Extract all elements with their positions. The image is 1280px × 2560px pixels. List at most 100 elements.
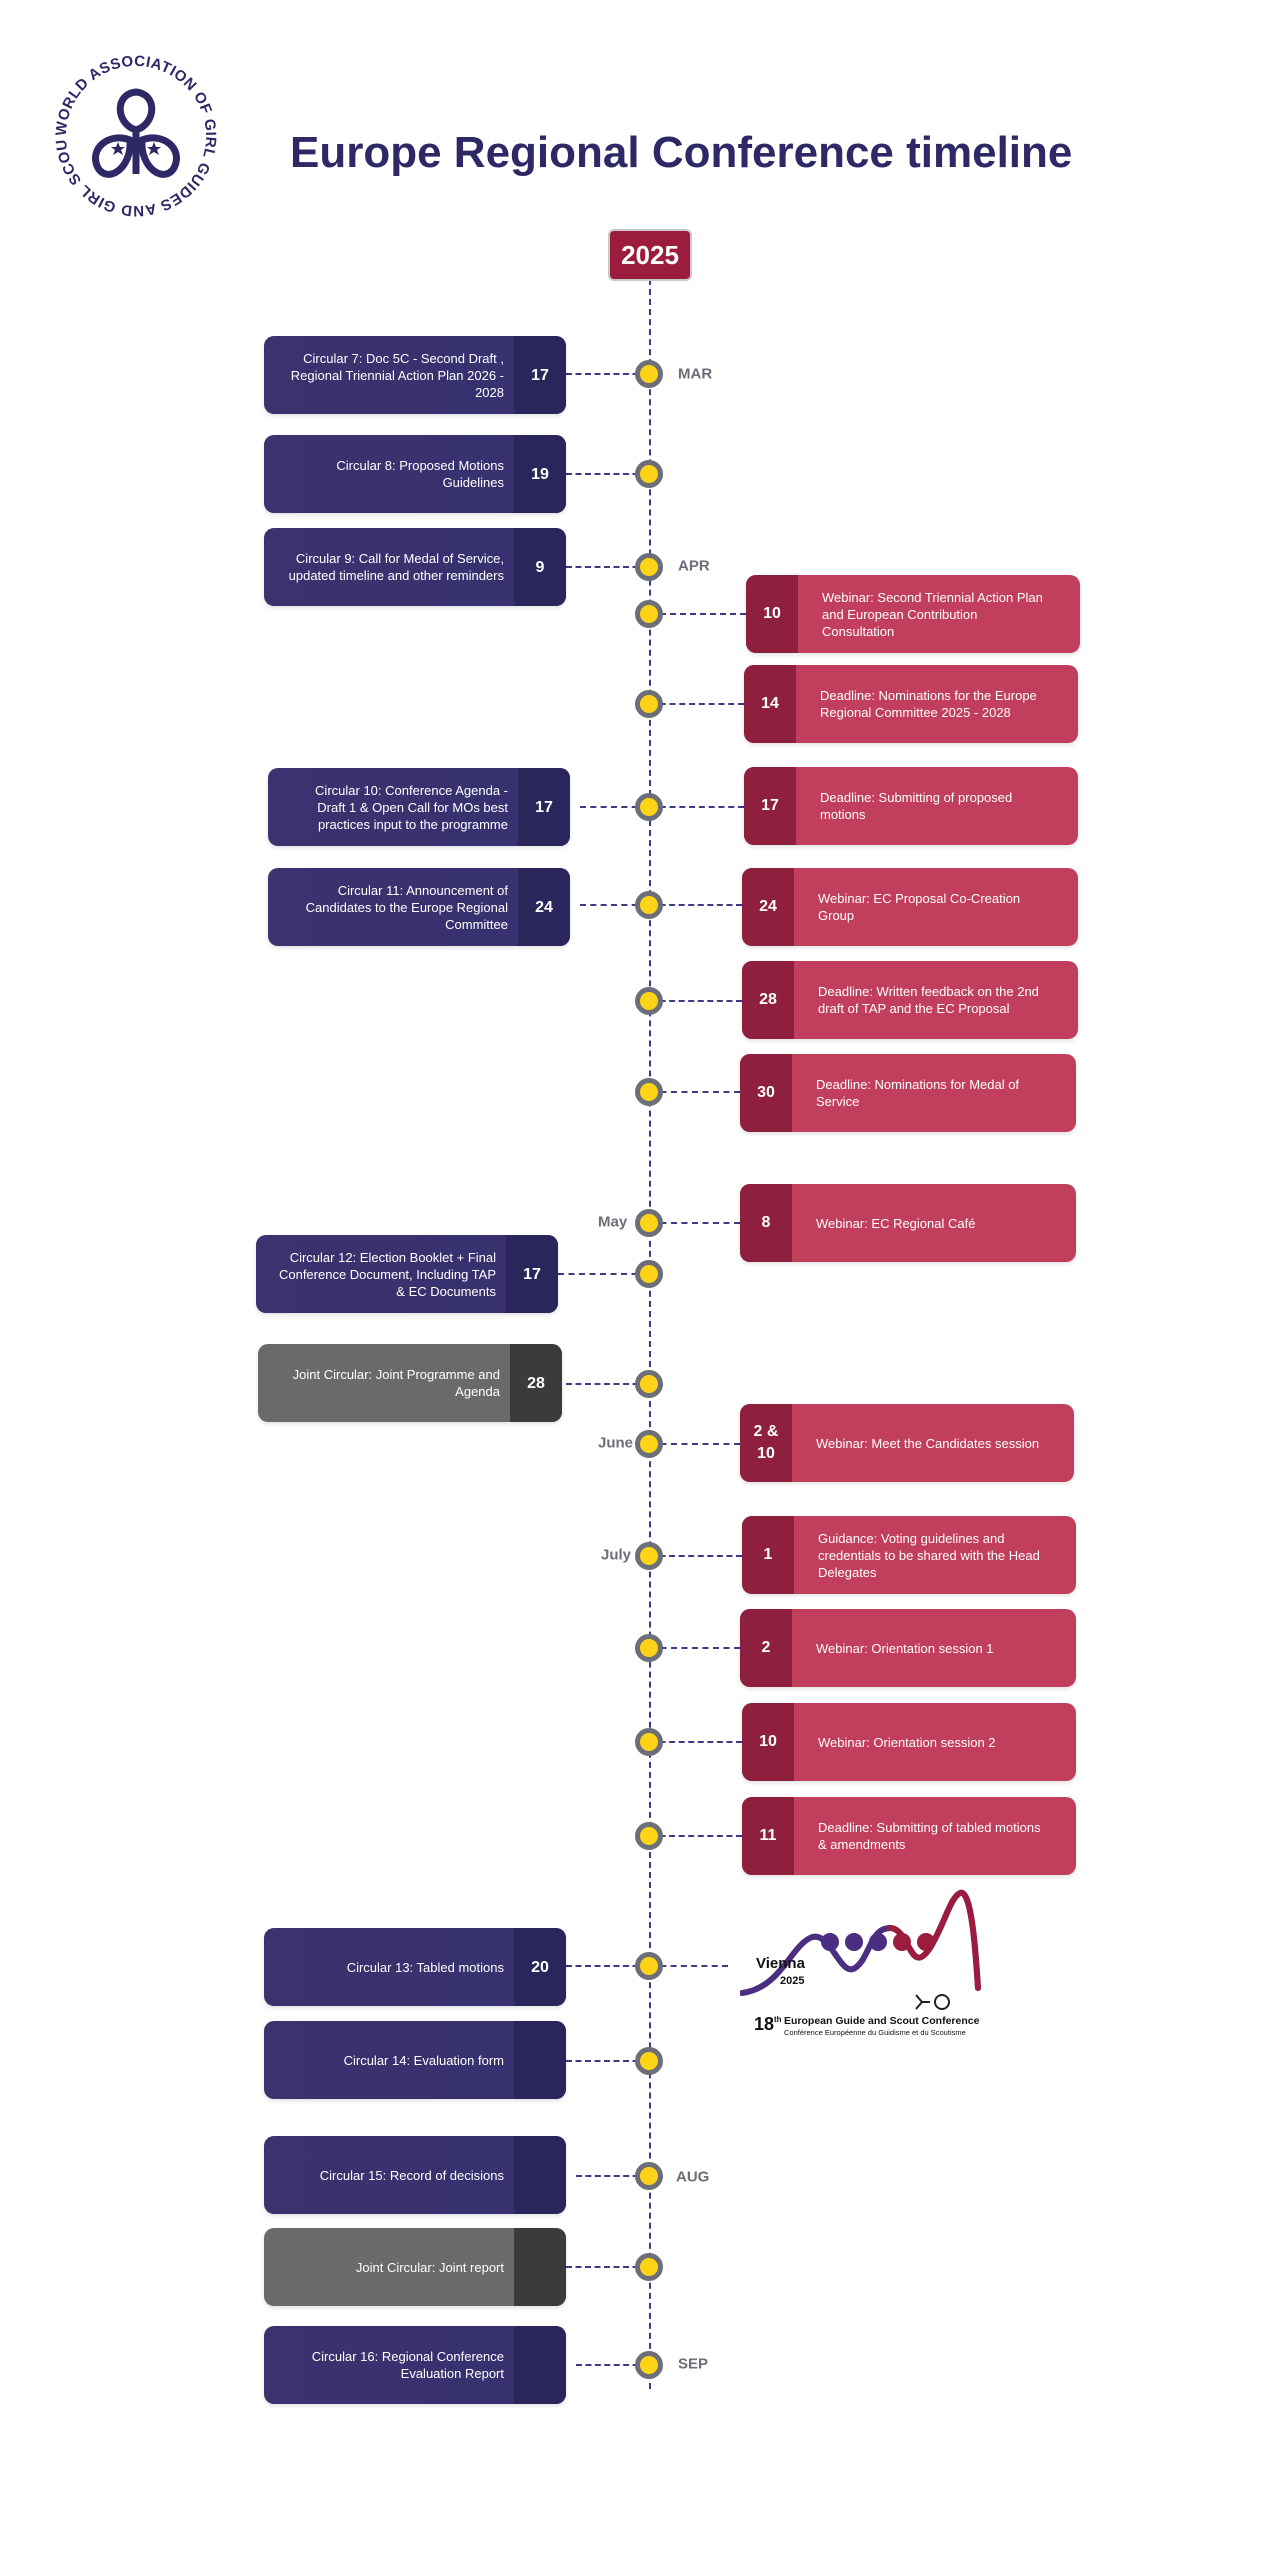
event-text: Joint Circular: Joint report <box>356 2259 504 2276</box>
event-text: Circular 14: Evaluation form <box>344 2052 504 2069</box>
right-event-card: 2 & 10 Webinar: Meet the Candidates sess… <box>740 1404 1074 1482</box>
right-event-card: 24 Webinar: EC Proposal Co-Creation Grou… <box>742 868 1078 946</box>
event-day: 19 <box>514 435 566 513</box>
left-event-card: Circular 10: Conference Agenda - Draft 1… <box>268 768 570 846</box>
year-badge: 2025 <box>610 231 690 279</box>
event-day <box>514 2136 566 2214</box>
timeline-dot <box>635 2162 663 2190</box>
event-day: 17 <box>514 336 566 414</box>
left-event-card: Circular 8: Proposed Motions Guidelines … <box>264 435 566 513</box>
right-event-card: 10 Webinar: Second Triennial Action Plan… <box>746 575 1080 653</box>
timeline-dot <box>635 360 663 388</box>
timeline-dot <box>635 1078 663 1106</box>
event-text: Circular 13: Tabled motions <box>347 1959 504 1976</box>
timeline-dot <box>635 2047 663 2075</box>
connector <box>650 1835 742 1837</box>
month-label-july: July <box>601 1547 631 1564</box>
wagggs-logo: WORLD ASSOCIATION OF GIRL GUIDES AND GIR… <box>48 48 224 224</box>
event-text: Webinar: Meet the Candidates session <box>816 1435 1039 1452</box>
vienna-conference-name: European Guide and Scout Conference <box>784 2015 980 2027</box>
event-day: 2 & 10 <box>740 1404 792 1482</box>
timeline-dot <box>635 2351 663 2379</box>
event-text: Deadline: Written feedback on the 2nd dr… <box>818 983 1048 1017</box>
timeline-dot <box>635 2253 663 2281</box>
event-day <box>514 2228 566 2306</box>
connector <box>650 1222 740 1224</box>
left-event-card: Circular 7: Doc 5C - Second Draft , Regi… <box>264 336 566 414</box>
event-day: 9 <box>514 528 566 606</box>
right-event-card: 8 Webinar: EC Regional Café <box>740 1184 1076 1262</box>
right-event-card: 1 Guidance: Voting guidelines and creden… <box>742 1516 1076 1594</box>
event-text: Circular 9: Call for Medal of Service, u… <box>282 550 504 584</box>
timeline-dot <box>635 1728 663 1756</box>
event-text: Webinar: EC Proposal Co-Creation Group <box>818 890 1048 924</box>
joint-event-card: Joint Circular: Joint Programme and Agen… <box>258 1344 562 1422</box>
timeline-dot <box>635 600 663 628</box>
right-event-card: 30 Deadline: Nominations for Medal of Se… <box>740 1054 1076 1132</box>
timeline-dot <box>635 1822 663 1850</box>
vienna-conference-logo: Vienna 2025 18 th European Guide and Sco… <box>740 1888 1000 2048</box>
vienna-year: 2025 <box>780 1975 804 1987</box>
month-label-apr: APR <box>678 558 710 575</box>
event-day: 17 <box>506 1235 558 1313</box>
month-label-mar: MAR <box>678 366 712 383</box>
right-event-card: 17 Deadline: Submitting of proposed moti… <box>744 767 1078 845</box>
timeline-dot <box>635 553 663 581</box>
vienna-conference-name-fr: Conférence Européenne du Guidisme et du … <box>784 2028 966 2037</box>
vienna-city: Vienna <box>756 1955 806 1972</box>
timeline-dot <box>635 690 663 718</box>
event-text: Deadline: Submitting of tabled motions &… <box>818 1819 1046 1853</box>
timeline-dot <box>635 1634 663 1662</box>
timeline-dot <box>635 460 663 488</box>
connector <box>650 1647 740 1649</box>
event-day <box>514 2326 566 2404</box>
month-label-may: May <box>598 1214 627 1231</box>
event-text: Guidance: Voting guidelines and credenti… <box>818 1530 1046 1581</box>
event-day: 28 <box>742 961 794 1039</box>
timeline-dot <box>635 987 663 1015</box>
event-text: Circular 11: Announcement of Candidates … <box>286 882 508 933</box>
page-title: Europe Regional Conference timeline <box>290 128 1072 178</box>
connector <box>650 703 744 705</box>
event-text: Deadline: Nominations for the Europe Reg… <box>820 687 1048 721</box>
connector <box>650 904 742 906</box>
event-day: 8 <box>740 1184 792 1262</box>
vienna-edition: 18 <box>754 2014 774 2034</box>
event-day: 24 <box>742 868 794 946</box>
event-text: Deadline: Nominations for Medal of Servi… <box>816 1076 1046 1110</box>
month-label-sep: SEP <box>678 2356 708 2373</box>
event-day: 11 <box>742 1797 794 1875</box>
left-event-card: Circular 9: Call for Medal of Service, u… <box>264 528 566 606</box>
connector <box>650 1741 742 1743</box>
joint-event-card: Joint Circular: Joint report <box>264 2228 566 2306</box>
timeline-dot <box>635 1430 663 1458</box>
event-text: Webinar: Orientation session 1 <box>816 1640 994 1657</box>
event-text: Joint Circular: Joint Programme and Agen… <box>276 1366 500 1400</box>
event-text: Circular 12: Election Booklet + Final Co… <box>274 1249 496 1300</box>
left-event-card: Circular 16: Regional Conference Evaluat… <box>264 2326 566 2404</box>
right-event-card: 10 Webinar: Orientation session 2 <box>742 1703 1076 1781</box>
timeline-dot <box>635 891 663 919</box>
left-event-card: Circular 11: Announcement of Candidates … <box>268 868 570 946</box>
event-day: 20 <box>514 1928 566 2006</box>
event-day: 17 <box>744 767 796 845</box>
event-day: 17 <box>518 768 570 846</box>
right-event-card: 28 Deadline: Written feedback on the 2nd… <box>742 961 1078 1039</box>
timeline-dot <box>635 1209 663 1237</box>
right-event-card: 11 Deadline: Submitting of tabled motion… <box>742 1797 1076 1875</box>
event-day: 28 <box>510 1344 562 1422</box>
event-text: Circular 7: Doc 5C - Second Draft , Regi… <box>282 350 504 401</box>
connector <box>650 1000 742 1002</box>
event-text: Circular 10: Conference Agenda - Draft 1… <box>286 782 508 833</box>
event-text: Circular 15: Record of decisions <box>320 2167 504 2184</box>
event-day: 30 <box>740 1054 792 1132</box>
timeline-dot <box>635 1260 663 1288</box>
event-text: Circular 8: Proposed Motions Guidelines <box>282 457 504 491</box>
event-day: 24 <box>518 868 570 946</box>
connector <box>650 806 744 808</box>
connector <box>650 1555 742 1557</box>
timeline-dot <box>635 793 663 821</box>
event-day: 10 <box>742 1703 794 1781</box>
right-event-card: 14 Deadline: Nominations for the Europe … <box>744 665 1078 743</box>
left-event-card: Circular 12: Election Booklet + Final Co… <box>256 1235 558 1313</box>
